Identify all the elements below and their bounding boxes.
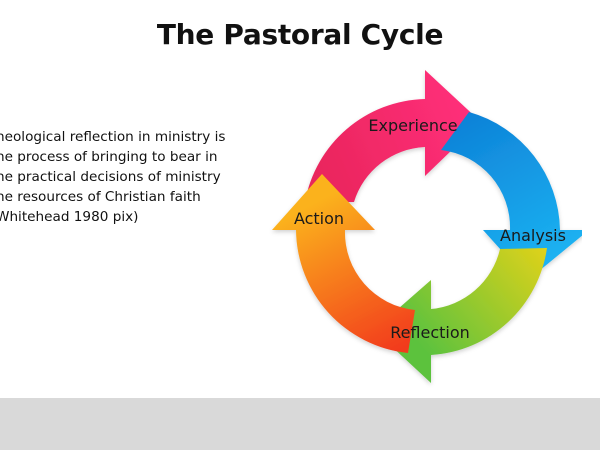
reflection-arrow <box>374 248 547 383</box>
body-text: heological reflection in ministry is he … <box>0 127 266 227</box>
slide-title: The Pastoral Cycle <box>156 18 444 51</box>
body-line: he process of bringing to bear in <box>0 149 218 165</box>
body-line: Whitehead 1980 pix) <box>0 209 139 225</box>
analysis-arrow <box>441 112 582 280</box>
body-line: he practical decisions of ministry <box>0 169 221 185</box>
body-line: he resources of Christian faith <box>0 189 201 205</box>
footer-band <box>0 398 600 450</box>
experience-arrow <box>305 70 481 202</box>
action-label: Action <box>294 209 344 228</box>
experience-label: Experience <box>368 116 457 135</box>
action-arrow <box>272 174 415 353</box>
reflection-label: Reflection <box>390 323 470 342</box>
body-line: heological reflection in ministry is <box>0 129 226 145</box>
pastoral-cycle-diagram: Experience Analysis Reflection Action <box>272 70 582 383</box>
analysis-label: Analysis <box>500 226 566 245</box>
